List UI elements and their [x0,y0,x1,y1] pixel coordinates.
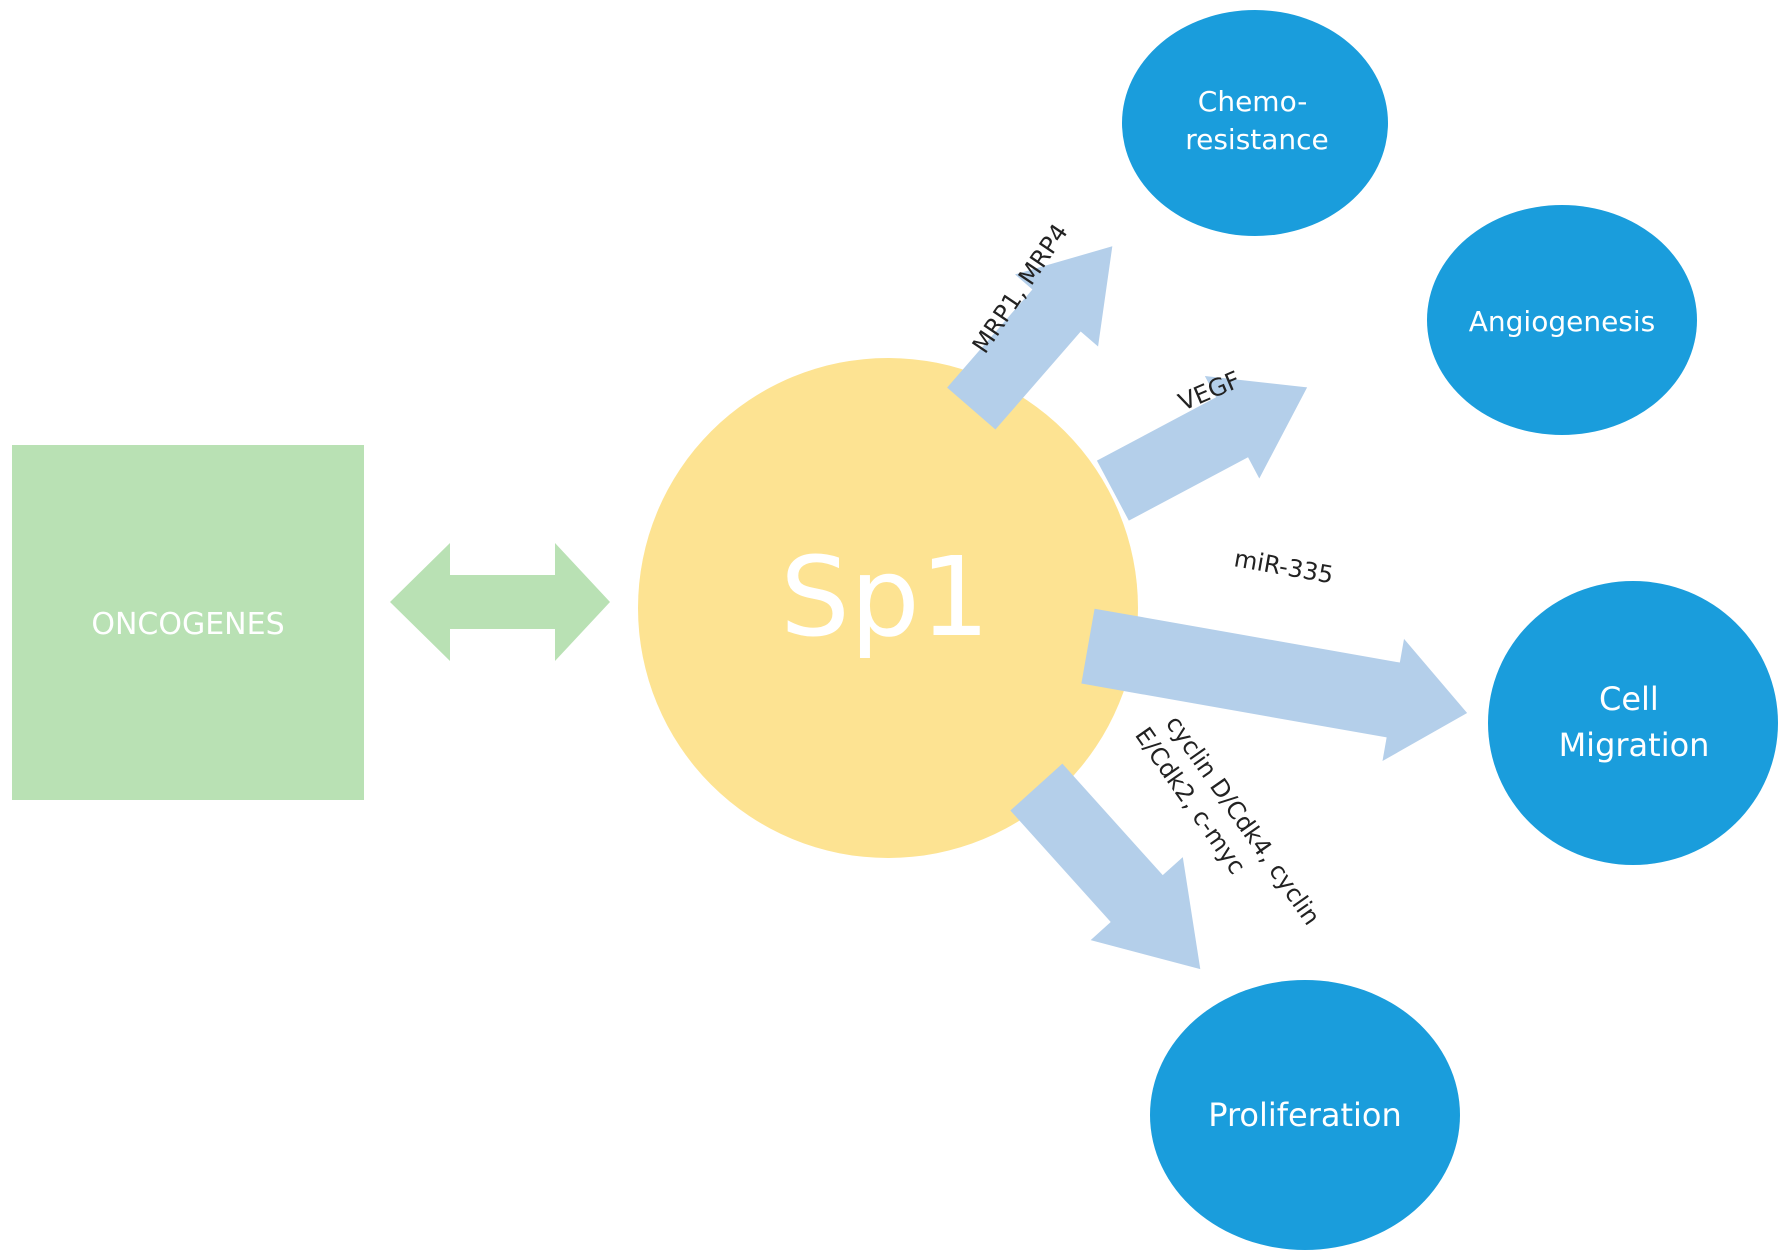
proliferation-label: Proliferation [1208,1096,1402,1134]
oncogenes-label: ONCOGENES [91,607,284,642]
chemoresistance-node [1122,10,1388,236]
cell-migration-node [1488,581,1778,865]
proliferation-node [1150,980,1460,1250]
chemoresistance-label-line-2: resistance [1185,123,1329,156]
oncogenes-sp1-double-arrow [390,543,610,661]
cell-migration-label-line-2: Migration [1559,726,1710,764]
chemoresistance-label: Chemo- resistance [1185,85,1329,156]
sp1-label: Sp1 [780,533,990,661]
sp1-node [638,358,1138,858]
angiogenesis-label: Angiogenesis [1469,305,1656,338]
angiogenesis-node [1427,205,1697,435]
arrow-to-angiogenesis [1096,376,1308,521]
edge-label-mir335: miR-335 [1232,544,1336,589]
arrow-to-chemoresistance [947,246,1113,430]
chemoresistance-label-line-1: Chemo- [1198,85,1308,118]
arrow-to-proliferation [1010,763,1201,970]
oncogenes-box [12,445,364,800]
cell-migration-label-line-1: Cell [1599,680,1659,718]
cell-migration-label: Cell Migration [1559,680,1710,764]
arrow-to-cell-migration [1081,608,1468,762]
